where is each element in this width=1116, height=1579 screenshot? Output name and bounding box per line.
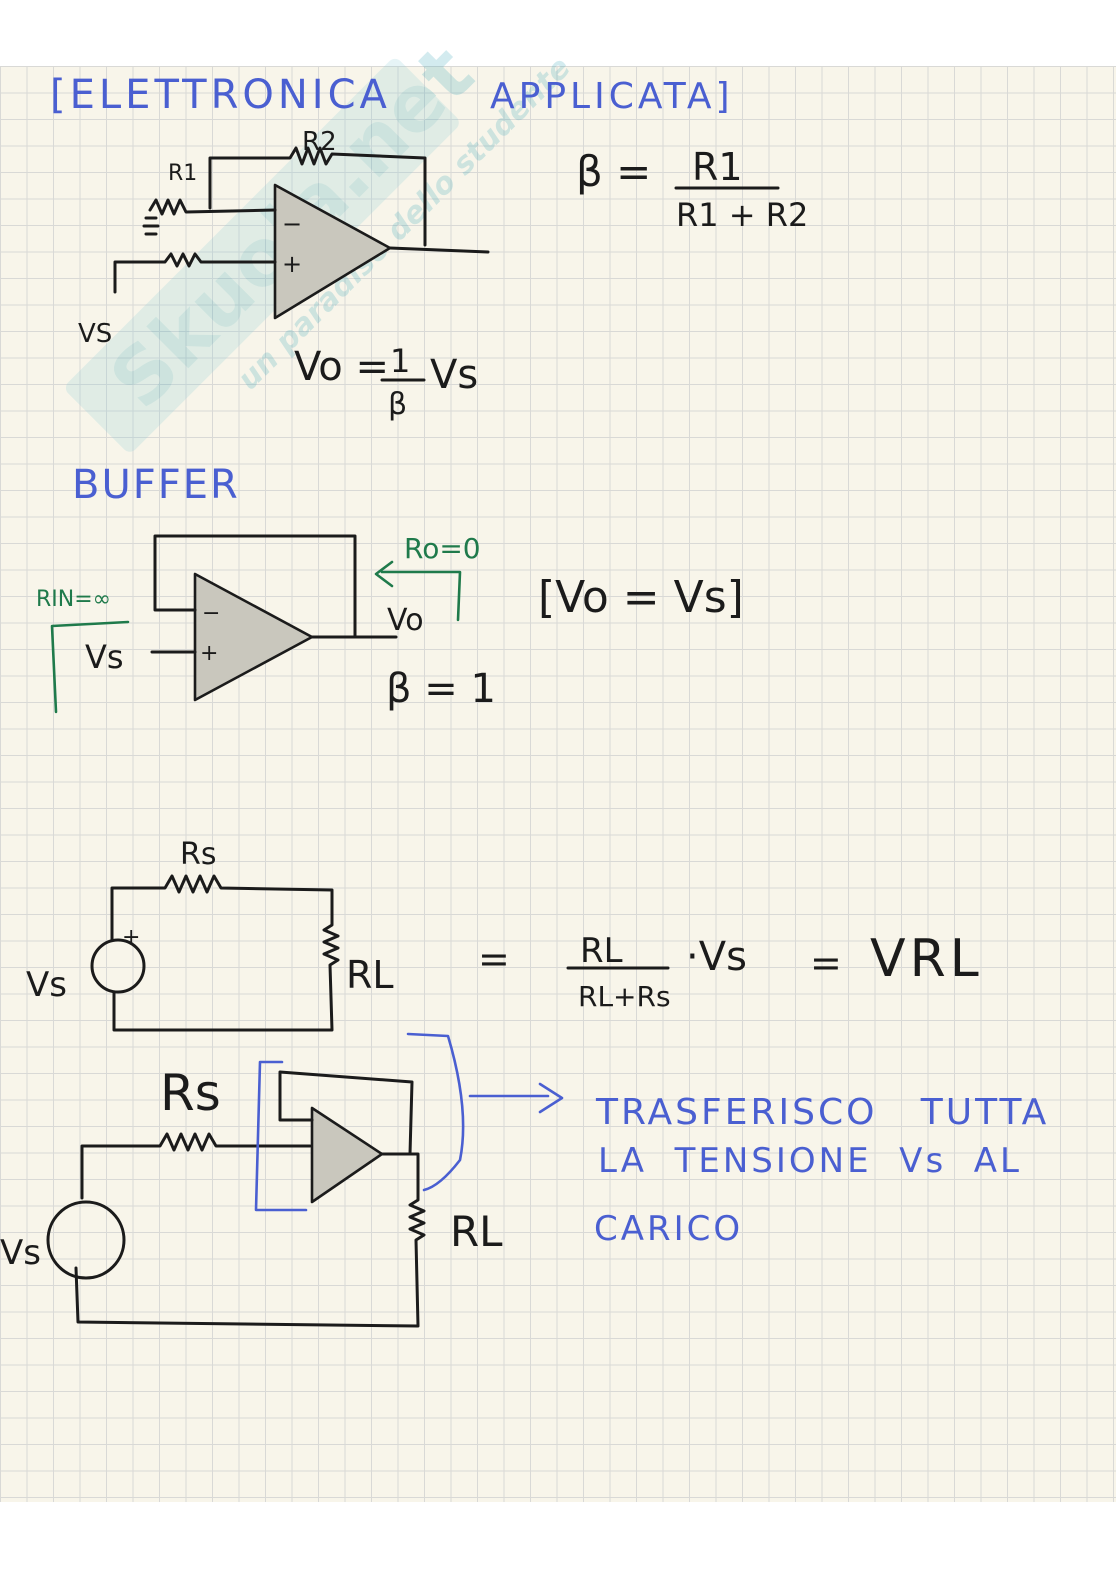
buffer-vo-label: Vo <box>387 603 424 638</box>
title-right: APPLICATA] <box>490 76 734 117</box>
buffer-vs-label: Vs <box>85 638 124 676</box>
divider-loop-wire <box>110 874 340 1032</box>
source-circle-1 <box>90 938 146 994</box>
title-left: [ELETTRONICA <box>50 72 391 118</box>
divider-rl-label: RL <box>346 953 394 997</box>
highlight-arrow <box>468 1082 564 1114</box>
input-wire-1 <box>113 252 277 294</box>
divider-eq-1: = <box>478 937 510 981</box>
opamp1-minus: − <box>282 210 302 238</box>
label-vs-1: VS <box>78 319 112 349</box>
divider-eq-2: = <box>810 941 842 985</box>
opamp2-plus: + <box>200 641 218 666</box>
watermark-band <box>65 58 459 452</box>
divider-result: VRL <box>870 929 983 989</box>
ro-arrow <box>374 560 462 622</box>
buffered-vs-label: Vs <box>0 1233 41 1273</box>
buffered-rs-label: Rs <box>160 1064 221 1122</box>
vo-lhs: Vo = <box>294 344 389 390</box>
buffer-annotations: RIN=∞ Ro=0 [Vo = Vs] β = 1 <box>36 532 744 714</box>
opamp-triangle-1 <box>273 183 392 320</box>
feedback-wire-r2 <box>208 146 427 247</box>
divider-times-vs: ·Vs <box>686 934 747 980</box>
noninverting-amplifier-circuit: − + R1 R2 VS <box>78 127 490 349</box>
buffer-beta: β = 1 <box>386 666 496 712</box>
buffered-feedback-wire <box>278 1070 414 1156</box>
opamp-triangle-3 <box>310 1106 384 1204</box>
vo-rhs: Vs <box>430 352 478 398</box>
divider-denominator: RL+Rs <box>578 980 671 1013</box>
note-line-3: CARICO <box>594 1209 743 1249</box>
buffer-highlight <box>254 1032 564 1212</box>
opamp1-plus: + <box>282 250 302 278</box>
ro-label: Ro=0 <box>404 532 481 565</box>
transfer-note: TRASFERISCO TUTTA LA TENSIONE Vs AL CARI… <box>594 1092 1049 1249</box>
vo-formula: Vo = 1 β Vs <box>294 342 478 422</box>
source-circle-2 <box>46 1200 126 1280</box>
buffer-equation: [Vo = Vs] <box>538 572 744 623</box>
output-wire-1 <box>388 246 490 254</box>
beta-lhs: β = <box>576 147 651 196</box>
buffer-heading: BUFFER <box>72 462 240 508</box>
buffered-rl-label: RL <box>450 1207 503 1256</box>
buffer-circuit: − + Vs Vo <box>85 534 424 702</box>
buffered-input-wire <box>80 1132 312 1200</box>
divider-formula: = RL RL+Rs ·Vs = VRL <box>478 929 983 1013</box>
highlight-right-brace <box>406 1032 465 1192</box>
r1-wire <box>148 198 277 216</box>
rin-label: RIN=∞ <box>36 587 111 612</box>
buffered-circuit: Rs RL Vs <box>0 1064 503 1328</box>
highlight-left-bracket <box>254 1060 308 1212</box>
vo-denominator: β <box>388 387 407 422</box>
note-line-1: TRASFERISCO TUTTA <box>595 1092 1049 1133</box>
vo-numerator: 1 <box>390 342 410 380</box>
label-r1: R1 <box>168 161 197 186</box>
beta-numerator: R1 <box>692 145 743 189</box>
grid-paper <box>0 66 1116 1502</box>
divider-numerator: RL <box>580 931 623 971</box>
divider-rs-label: Rs <box>180 837 216 872</box>
label-r2: R2 <box>302 127 337 157</box>
buffered-load-wire <box>74 1152 426 1328</box>
beta-formula: β = R1 R1 + R2 <box>576 145 808 234</box>
divider-vs-label: Vs <box>26 965 67 1005</box>
opamp2-minus: − <box>202 601 220 626</box>
buffer-feedback-wire <box>153 534 357 639</box>
note-line-2: LA TENSIONE Vs AL <box>598 1141 1022 1181</box>
rin-bracket <box>50 620 130 714</box>
source1-plus: + <box>122 925 140 950</box>
divider-circuit: + Rs RL Vs <box>26 837 394 1032</box>
ground-symbol <box>142 216 160 236</box>
beta-denominator: R1 + R2 <box>676 196 808 234</box>
opamp-triangle-2 <box>193 572 314 702</box>
